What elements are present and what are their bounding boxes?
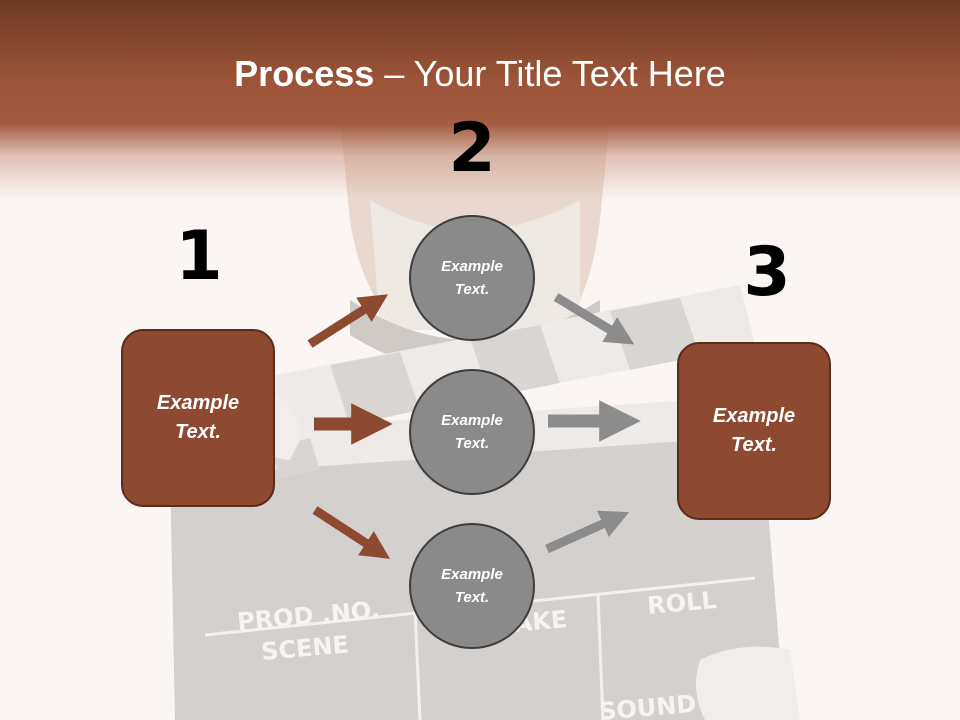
title-bold: Process xyxy=(234,53,375,94)
arrow-top-to-3 xyxy=(553,293,635,345)
arrow-bottom-to-3 xyxy=(545,510,630,554)
step-number-2: 2 xyxy=(448,109,496,188)
arrow-1-to-bottom xyxy=(312,506,391,559)
step-number-1: 1 xyxy=(175,217,223,296)
title-rest: – Your Title Text Here xyxy=(374,53,726,94)
step-number-3: 3 xyxy=(743,233,791,312)
right-paw xyxy=(696,646,800,720)
title-band xyxy=(0,0,960,200)
arrow-1-to-top xyxy=(307,294,389,348)
board-label-roll: ROLL xyxy=(646,586,718,620)
slide-title: Process – Your Title Text Here xyxy=(0,52,960,96)
